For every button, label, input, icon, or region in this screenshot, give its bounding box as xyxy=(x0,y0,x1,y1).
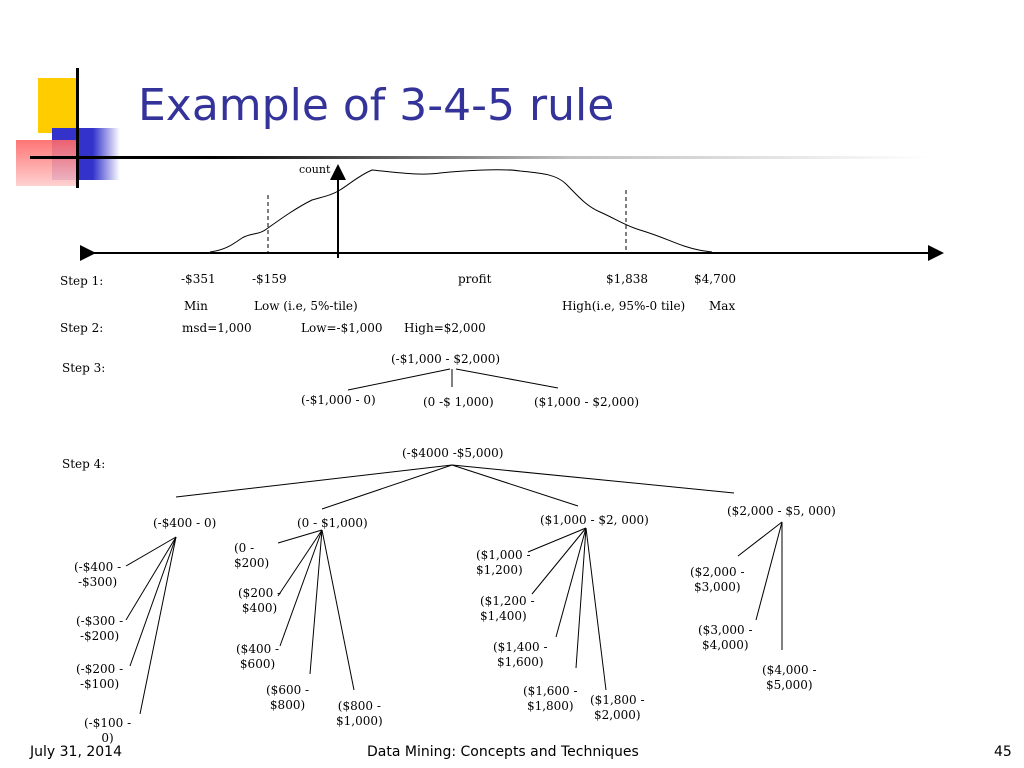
interval-leaf: ($2,000 - $3,000) xyxy=(690,565,745,594)
profit-axis-label: profit xyxy=(458,272,492,286)
interval-leaf: (-$100 - 0) xyxy=(84,716,132,745)
interval-leaf: ($1,400 - $1,600) xyxy=(493,640,548,669)
step3-label: Step 3: xyxy=(62,361,106,375)
low-value: -$159 xyxy=(252,272,287,286)
interval-leaf: (-$300 - -$200) xyxy=(76,614,124,643)
step3-child: (-$1,000 - 0) xyxy=(301,393,376,407)
group-label: (-$400 - 0) xyxy=(153,516,217,530)
step3-child: (0 -$ 1,000) xyxy=(423,395,494,409)
slide-number: 45 xyxy=(994,744,1012,760)
interval-leaf: (0 - $200) xyxy=(234,541,270,570)
interval-leaf: ($600 - $800) xyxy=(266,683,310,712)
msd-value: msd=1,000 xyxy=(182,321,252,335)
step3-root: (-$1,000 - $2,000) xyxy=(391,352,501,366)
min-value: -$351 xyxy=(181,272,216,286)
interval-leaf: ($1,200 - $1,400) xyxy=(480,594,535,623)
red-square-decoration xyxy=(16,140,78,186)
high-rounded: High=$2,000 xyxy=(404,321,486,335)
interval-leaf: ($1,000 - $1,200) xyxy=(476,548,531,577)
step3-child: ($1,000 - $2,000) xyxy=(534,395,640,409)
slide-title: Example of 3-4-5 rule xyxy=(138,80,615,131)
yellow-square-decoration xyxy=(38,78,78,133)
step4-label: Step 4: xyxy=(62,457,106,471)
distribution-curve xyxy=(209,169,713,253)
high-name: High(i.e, 95%-0 tile) xyxy=(562,299,686,313)
group-label: (0 - $1,000) xyxy=(297,516,368,530)
min-name: Min xyxy=(184,299,208,313)
step4-root: (-$4000 -$5,000) xyxy=(402,446,504,460)
interval-leaf: (-$400 - -$300) xyxy=(74,560,122,589)
max-name: Max xyxy=(709,299,736,313)
low-name: Low (i.e, 5%-tile) xyxy=(254,299,358,313)
vertical-bar-decoration xyxy=(76,68,79,188)
group-label: ($1,000 - $2, 000) xyxy=(540,513,649,527)
count-axis-label: count xyxy=(299,163,331,176)
footer-date: July 31, 2014 xyxy=(30,744,122,760)
step2-label: Step 2: xyxy=(60,321,104,335)
interval-leaf: ($1,800 - $2,000) xyxy=(590,693,645,722)
horizontal-bar-decoration xyxy=(30,156,930,159)
interval-leaf: ($400 - $600) xyxy=(236,642,280,671)
interval-leaf: ($3,000 - $4,000) xyxy=(698,623,753,652)
interval-leaf: ($800 - $1,000) xyxy=(336,699,383,728)
group-label: ($2,000 - $5, 000) xyxy=(727,504,836,518)
interval-leaf: ($200 - $400) xyxy=(238,586,282,615)
interval-leaf: (-$200 - -$100) xyxy=(76,662,124,691)
high-value: $1,838 xyxy=(606,272,648,286)
max-value: $4,700 xyxy=(694,272,736,286)
low-rounded: Low=-$1,000 xyxy=(301,321,383,335)
step1-label: Step 1: xyxy=(60,274,104,288)
interval-leaf: ($1,600 - $1,800) xyxy=(523,684,578,713)
footer-course: Data Mining: Concepts and Techniques xyxy=(367,744,639,760)
interval-leaf: ($4,000 - $5,000) xyxy=(762,663,817,692)
